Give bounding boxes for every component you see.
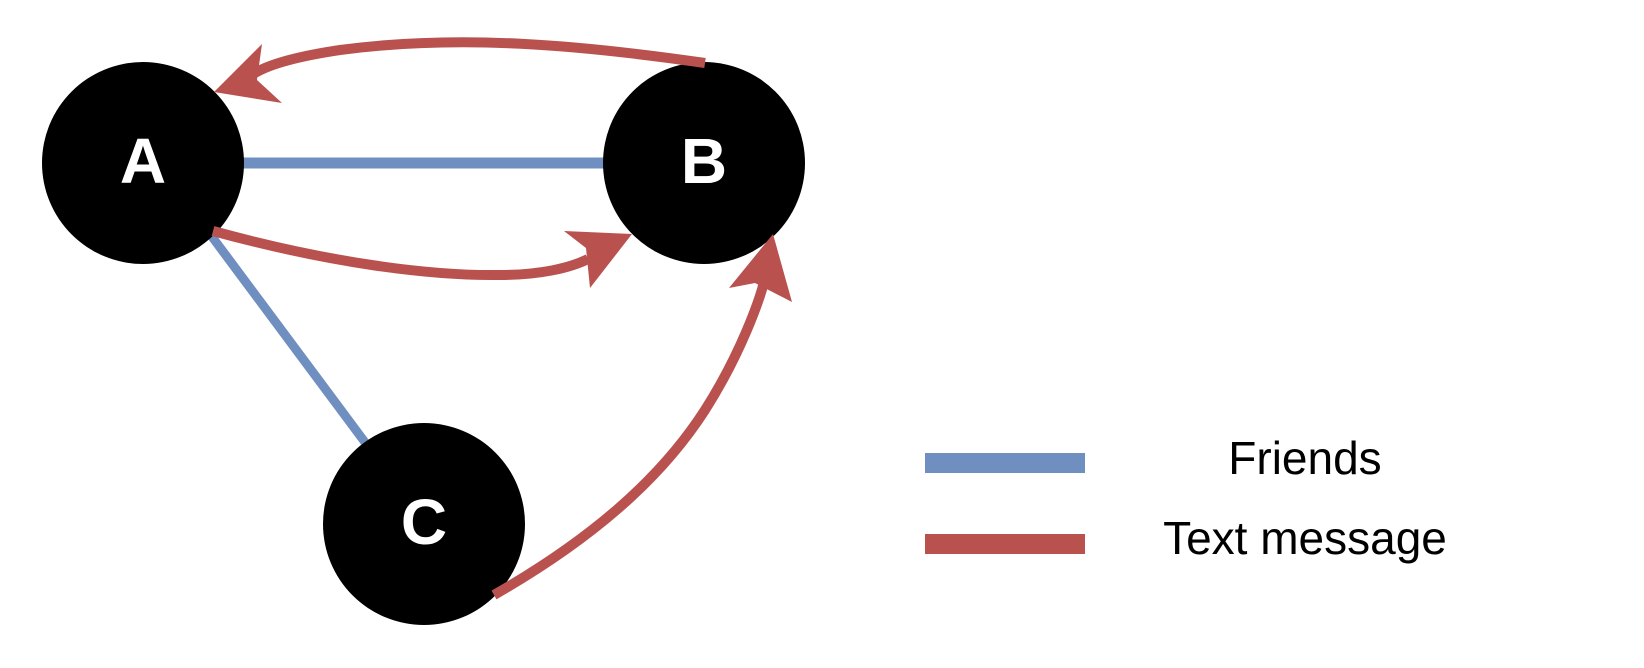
edge-friends-a-c	[206, 231, 371, 448]
node-a: A	[42, 62, 244, 264]
legend-friends-label: Friends	[1228, 432, 1381, 484]
node-b: B	[603, 62, 805, 264]
node-c: C	[323, 423, 525, 625]
node-c-label: C	[401, 486, 447, 558]
legend-friends-swatch	[925, 453, 1085, 473]
node-a-label: A	[120, 125, 166, 197]
arrowhead-b-lower	[564, 231, 632, 288]
node-a-circle	[42, 62, 244, 264]
legend: Friends Text message	[925, 432, 1447, 564]
legend-text-message-label: Text message	[1163, 512, 1447, 564]
edge-text-b-to-a	[214, 37, 706, 103]
legend-text-message-swatch	[925, 534, 1085, 554]
edge-text-c-to-b	[491, 234, 792, 600]
arrowhead-b-right	[729, 234, 792, 302]
node-b-circle	[603, 62, 805, 264]
edge-text-a-to-b	[211, 226, 632, 288]
arrowhead-a	[214, 44, 282, 103]
node-c-circle	[323, 423, 525, 625]
node-b-label: B	[681, 125, 727, 197]
